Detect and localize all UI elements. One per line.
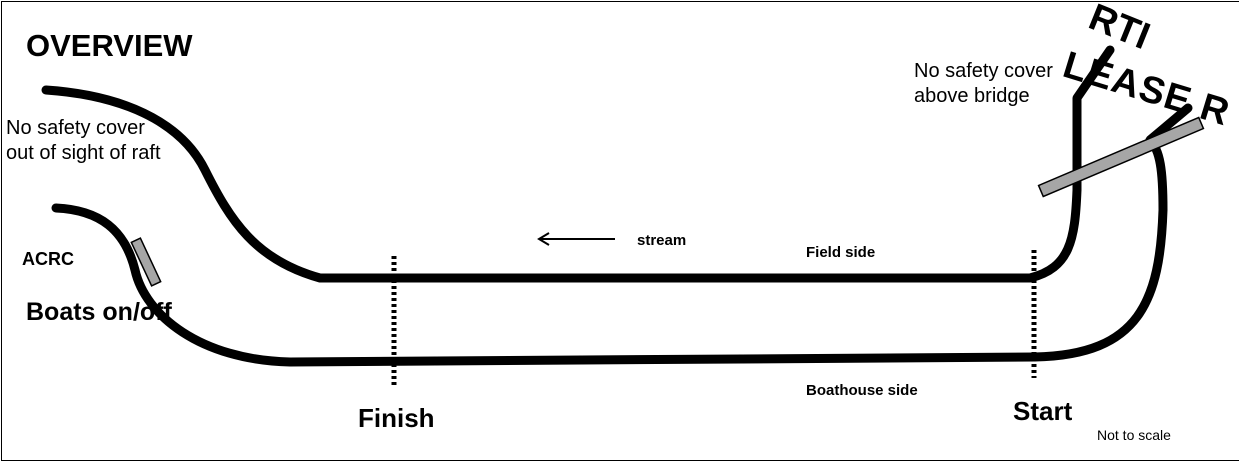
safety-note-right: No safety cover above bridge xyxy=(914,60,1053,107)
landing-stage xyxy=(130,237,162,287)
safety-note-left: No safety cover out of sight of raft xyxy=(6,117,161,164)
stream-label: stream xyxy=(637,232,687,249)
river-bank-field-side xyxy=(41,45,1115,283)
bridge xyxy=(1037,116,1205,198)
boats-on-off-label: Boats on/off xyxy=(26,298,172,326)
finish-label: Finish xyxy=(358,403,435,433)
diagram-title: OVERVIEW xyxy=(26,28,193,63)
club-label: ACRC xyxy=(22,249,74,269)
left-arrow-icon xyxy=(537,232,615,246)
river-bank-boathouse-side xyxy=(51,103,1193,367)
field-side-label: Field side xyxy=(806,244,876,261)
boathouse-side-label: Boathouse side xyxy=(806,382,918,399)
scale-note: Not to scale xyxy=(1097,427,1171,443)
start-label: Start xyxy=(1013,396,1073,426)
